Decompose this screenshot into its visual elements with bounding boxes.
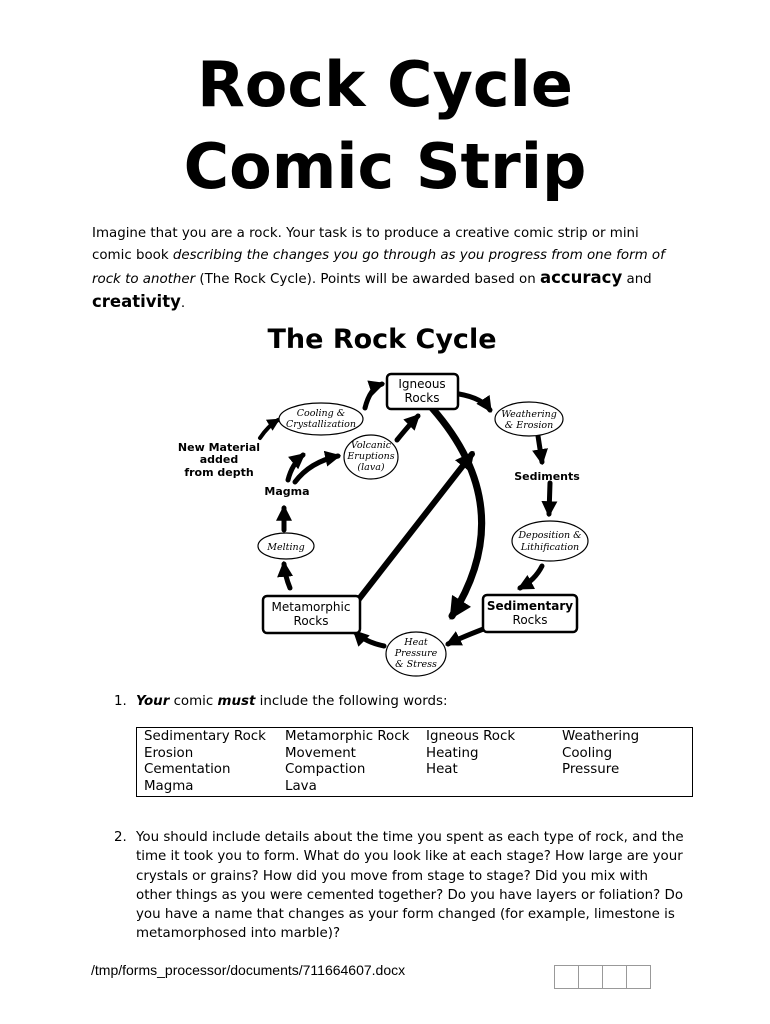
table-cell: Lava xyxy=(285,778,317,794)
svg-text:Eruptions: Eruptions xyxy=(346,451,394,462)
table-row: Magma Lava xyxy=(137,779,693,797)
page-title-line2: Comic Strip xyxy=(183,130,587,203)
footer-box xyxy=(578,965,603,989)
footer-box xyxy=(554,965,579,989)
table-cell: Heating xyxy=(426,745,479,761)
igneous-rocks-box: Igneous Rocks xyxy=(385,372,460,411)
cooling-oval: Cooling & Crystallization xyxy=(278,402,364,436)
svg-text:Weathering: Weathering xyxy=(501,409,557,420)
svg-text:Deposition &: Deposition & xyxy=(517,530,581,541)
diagram-title: The Rock Cycle xyxy=(267,324,496,355)
cycle-arrows xyxy=(258,380,558,649)
intro-paragraph: Imagine that you are a rock. Your task i… xyxy=(92,226,665,311)
svg-text:Cooling &: Cooling & xyxy=(297,408,345,419)
table-row: Cementation Compaction Heat Pressure xyxy=(137,762,693,779)
table-cell: Heat xyxy=(426,762,458,777)
svg-text:Metamorphic: Metamorphic xyxy=(272,600,351,614)
svg-text:Volcanic: Volcanic xyxy=(351,440,392,451)
footer-box xyxy=(602,965,627,989)
table-cell: Cementation xyxy=(144,762,231,777)
table-cell: Movement xyxy=(285,745,356,761)
svg-text:Lithification: Lithification xyxy=(520,542,579,553)
table-cell: Sedimentary Rock xyxy=(144,729,266,744)
table-cell: Weathering xyxy=(562,729,640,744)
svg-text:Heat: Heat xyxy=(403,637,428,648)
magma-label: Magma xyxy=(264,485,309,498)
svg-text:Melting: Melting xyxy=(266,542,304,553)
table-cell xyxy=(419,779,555,797)
table-row: Sedimentary Rock Metamorphic Rock Igneou… xyxy=(137,728,693,746)
question-2: 2. You should include details about the … xyxy=(114,830,684,942)
weathering-oval: Weathering & Erosion xyxy=(494,401,564,437)
svg-text:Rocks: Rocks xyxy=(513,613,548,627)
table-row: Erosion Movement Heating Cooling xyxy=(137,746,693,763)
table-cell: Cooling xyxy=(562,745,613,761)
page-title-line1: Rock Cycle xyxy=(197,48,573,121)
heat-pressure-oval: Heat Pressure & Stress xyxy=(385,631,447,677)
table-cell: Igneous Rock xyxy=(426,729,516,744)
svg-text:Sedimentary: Sedimentary xyxy=(487,599,573,613)
svg-text:Rocks: Rocks xyxy=(405,391,440,405)
word-list-table: Sedimentary Rock Metamorphic Rock Igneou… xyxy=(136,727,693,797)
deposition-oval: Deposition & Lithification xyxy=(511,520,589,562)
footer-file-path: /tmp/forms_processor/documents/711664607… xyxy=(91,962,406,978)
svg-text:from depth: from depth xyxy=(184,466,253,479)
rock-cycle-diagram: The Rock Cycle Igneous Rocks Sedimentary… xyxy=(178,324,589,677)
table-cell: Magma xyxy=(144,778,194,794)
melting-oval: Melting xyxy=(257,532,315,560)
metamorphic-rocks-box: Metamorphic Rocks xyxy=(261,594,362,635)
accuracy-word: accuracy xyxy=(539,268,623,287)
svg-text:Crystallization: Crystallization xyxy=(286,419,356,430)
svg-text:Igneous: Igneous xyxy=(398,377,445,391)
table-cell xyxy=(555,779,693,797)
svg-text:(lava): (lava) xyxy=(357,462,384,473)
new-material-label: New Material added from depth xyxy=(178,441,260,479)
sediments-label: Sediments xyxy=(514,470,580,483)
creativity-word: creativity xyxy=(92,292,181,311)
volcanic-oval: Volcanic Eruptions (lava) xyxy=(343,434,399,480)
svg-text:Rocks: Rocks xyxy=(294,614,329,628)
table-cell: Compaction xyxy=(285,762,366,777)
footer-box xyxy=(626,965,651,989)
table-cell: Metamorphic Rock xyxy=(285,729,410,744)
svg-text:Pressure: Pressure xyxy=(394,648,438,659)
svg-text:New Material: New Material xyxy=(178,441,260,454)
question-1: 1.Your comic must include the following … xyxy=(114,694,448,709)
footer-boxes xyxy=(554,965,651,989)
table-cell: Erosion xyxy=(144,745,194,761)
table-cell: Pressure xyxy=(562,762,620,777)
svg-text:added: added xyxy=(200,453,239,466)
svg-text:& Stress: & Stress xyxy=(395,659,437,670)
svg-text:& Erosion: & Erosion xyxy=(505,420,553,431)
sedimentary-rocks-box: Sedimentary Rocks xyxy=(481,593,579,634)
